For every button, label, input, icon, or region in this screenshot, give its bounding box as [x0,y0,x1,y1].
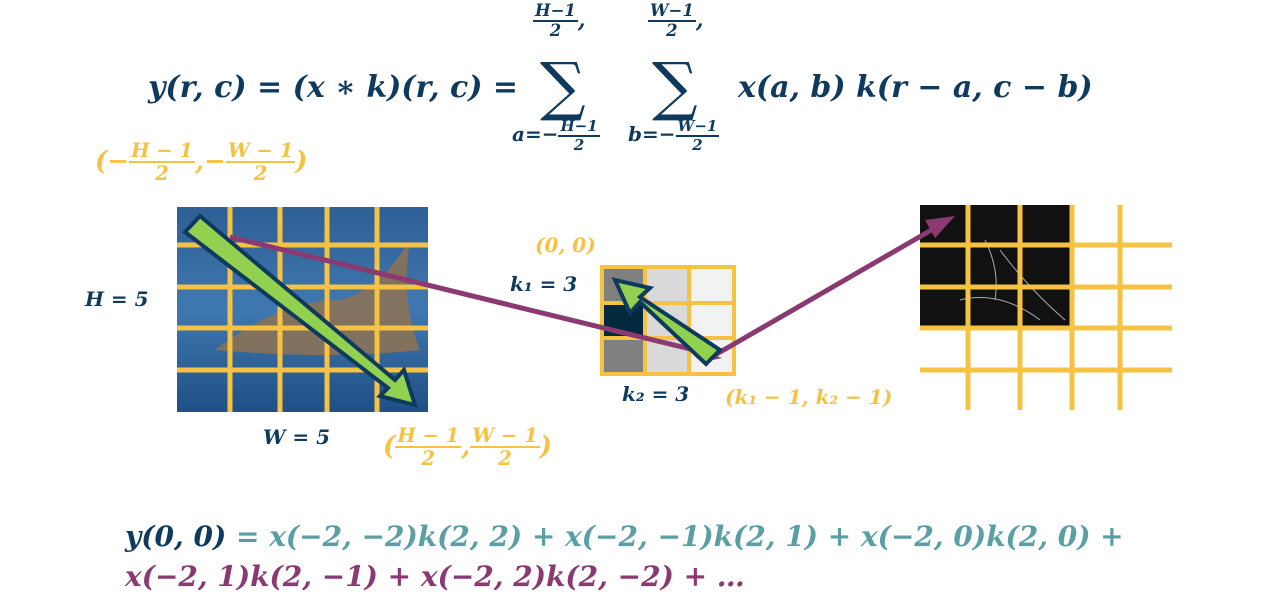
equation-body: x(a, b) k(r − a, c − b) [738,70,1093,105]
k1-label: k₁ = 3 [510,272,578,296]
kernel-end-label: (k₁ − 1, k₂ − 1) [725,385,893,409]
output-grid [920,205,1172,410]
flip-arrow-image [182,213,418,408]
flip-arrow-kernel [611,277,724,367]
example-line-2: x(−2, 1)k(2, −1) + x(−2, 2)k(2, −2) + … [125,560,745,593]
input-grid [177,207,428,412]
equation-lhs: y(r, c) = (x ∗ k)(r, c) = [148,70,519,105]
height-label: H = 5 [85,287,149,311]
arrowhead-to-output [925,216,955,238]
kernel-origin-label: (0, 0) [535,233,596,257]
mapping-arrows [229,222,942,358]
example-line-1: y(0, 0) = x(−2, −2)k(2, 2) + x(−2, −1)k(… [125,520,1124,553]
sum-b-symbol: ∑ [652,50,698,124]
width-label: W = 5 [263,425,331,449]
k2-label: k₂ = 3 [622,382,690,406]
sum-a-symbol: ∑ [540,50,586,124]
